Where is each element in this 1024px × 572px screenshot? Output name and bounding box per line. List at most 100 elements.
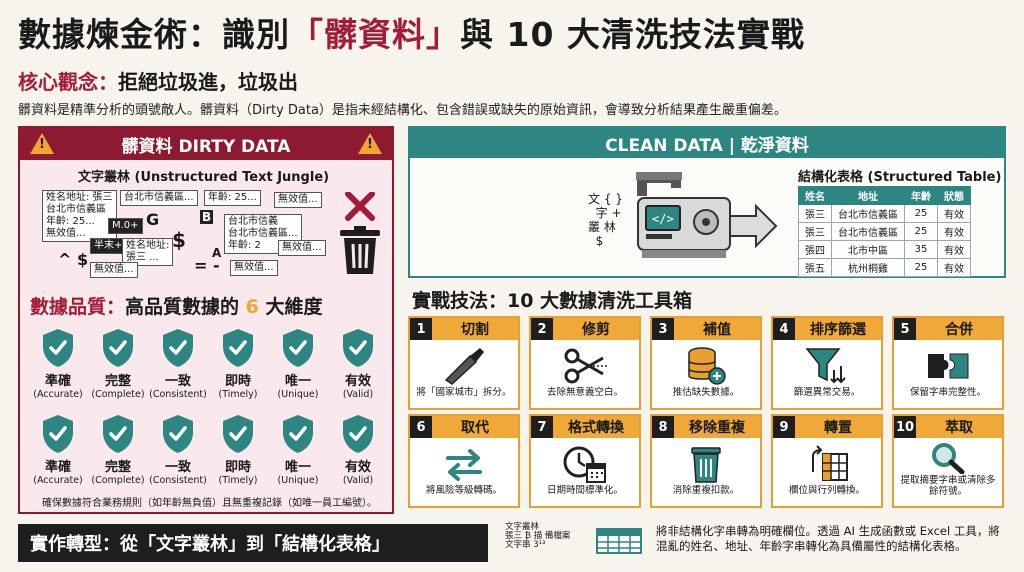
tool-number: 10 bbox=[894, 416, 916, 438]
tool-description: 日期時間標準化。 bbox=[546, 485, 623, 496]
table-cell: 有效 bbox=[937, 258, 971, 277]
dimension-accurate: 準確(Accurate) bbox=[28, 414, 88, 486]
tool-card-extract: 10 萃取 提取摘要字串或清除多餘符號。 bbox=[892, 414, 1004, 508]
tool-number: 3 bbox=[652, 318, 674, 340]
tool-number: 2 bbox=[531, 318, 553, 340]
dirty-data-heading: ! 髒資料 DIRTY DATA ! bbox=[20, 128, 392, 160]
transformation-description: 將非結構化字串轉為明確欄位。透過 AI 生成函數或 Excel 工具，將混亂的姓… bbox=[656, 524, 1000, 553]
table-cell: 有效 bbox=[937, 222, 971, 241]
tool-description: 去除無意義空白。 bbox=[546, 387, 623, 398]
dimension-unique: 唯一(Unique) bbox=[268, 328, 328, 400]
tool-description: 保留字串完整性。 bbox=[909, 387, 986, 398]
dimension-accurate: 準確(Accurate) bbox=[28, 328, 88, 400]
tool-name: 排序篩選 bbox=[810, 322, 866, 338]
table-cell: 北市中區 bbox=[831, 240, 905, 259]
tool-number: 1 bbox=[410, 318, 432, 340]
tool-number: 6 bbox=[410, 416, 432, 438]
tool-number: 9 bbox=[773, 416, 795, 438]
dimension-valid: 有效(Valid) bbox=[328, 328, 388, 400]
puzzle-icon bbox=[928, 353, 969, 379]
tool-name: 補值 bbox=[703, 322, 731, 338]
text-scrap: 姓名地址:張三 ... bbox=[122, 238, 174, 266]
tool-number: 8 bbox=[652, 416, 674, 438]
shield-check-icon bbox=[223, 329, 253, 367]
tool-name: 萃取 bbox=[945, 420, 973, 436]
column-header: 年齡 bbox=[904, 186, 938, 205]
table-cell: 35 bbox=[904, 240, 938, 259]
tool-name: 移除重複 bbox=[689, 420, 745, 436]
transformation-banner: 實作轉型：從「文字叢林」到「結構化表格」 bbox=[18, 524, 488, 562]
table-cell: 台北市信義區 bbox=[831, 204, 905, 223]
warning-icon: ! bbox=[30, 133, 54, 154]
table-cell: 張三 bbox=[798, 204, 832, 223]
dirty-data-panel: ! 髒資料 DIRTY DATA ! 文字叢林 (Unstructured Te… bbox=[18, 126, 394, 514]
tool-description: 提取摘要字串或清除多餘符號。 bbox=[900, 475, 996, 497]
quality-title: 數據品質：高品質數據的 6 大維度 bbox=[30, 296, 323, 318]
dimension-timely: 即時(Timely) bbox=[208, 328, 268, 400]
swap-arrows-icon bbox=[446, 449, 482, 481]
scissors-icon bbox=[564, 348, 607, 384]
tool-description: 欄位與行列轉換。 bbox=[788, 485, 865, 496]
shield-check-icon bbox=[343, 415, 373, 453]
clean-data-panel: CLEAN DATA | 乾淨資料 文 { } 字 + 叢 林 $ </> 結構… bbox=[408, 126, 1006, 278]
dimension-complete: 完整(Complete) bbox=[88, 328, 148, 400]
stray-glyph: $ bbox=[172, 228, 186, 252]
column-header: 狀態 bbox=[937, 186, 971, 205]
warning-icon: ! bbox=[358, 133, 382, 154]
text-jungle: 姓名地址: 張三台北市信義區年齡: 25...無效值... 台北市信義區... … bbox=[34, 188, 334, 278]
stray-glyph: G bbox=[146, 210, 160, 229]
dimension-timely: 即時(Timely) bbox=[208, 414, 268, 486]
table-cell: 張四 bbox=[798, 240, 832, 259]
page-title: 數據煉金術：識別「髒資料」與 10 大清洗技法實戰 bbox=[18, 15, 805, 54]
tool-name: 切割 bbox=[461, 322, 489, 338]
column-header: 地址 bbox=[831, 186, 905, 205]
dimension-consistent: 一致(Consistent) bbox=[148, 328, 208, 400]
table-cell: 張五 bbox=[798, 258, 832, 277]
shield-check-icon bbox=[283, 415, 313, 453]
table-cell: 台北市信義區 bbox=[831, 222, 905, 241]
stray-glyph: A bbox=[212, 246, 222, 260]
shield-check-icon bbox=[43, 329, 73, 367]
clean-data-heading: CLEAN DATA | 乾淨資料 bbox=[410, 128, 1004, 158]
quality-dimensions-row-1: 準確(Accurate) 完整(Complete) 一致(Consistent)… bbox=[28, 328, 388, 400]
column-header: 姓名 bbox=[798, 186, 832, 205]
shield-check-icon bbox=[103, 329, 133, 367]
text-scrap: 姓名地址: 張三台北市信義區年齡: 25...無效值... bbox=[42, 190, 117, 242]
tool-name: 格式轉換 bbox=[568, 420, 624, 436]
table-cell: 杭州桐雞 bbox=[831, 258, 905, 277]
shield-check-icon bbox=[163, 415, 193, 453]
stray-glyph: = - bbox=[194, 256, 220, 275]
dimension-valid: 有效(Valid) bbox=[328, 414, 388, 486]
mini-text-jungle: 文字叢林 張三 ₿ 描 備檔案 文字串 3¹³ bbox=[505, 522, 571, 550]
clock-calendar-icon bbox=[563, 446, 606, 483]
tool-number: 7 bbox=[531, 416, 553, 438]
shield-check-icon bbox=[103, 415, 133, 453]
tool-description: 將「國家城市」拆分。 bbox=[416, 387, 512, 398]
dimension-unique: 唯一(Unique) bbox=[268, 414, 328, 486]
toolbox-title: 實戰技法：10 大數據清洗工具箱 bbox=[412, 290, 693, 312]
tool-name: 合併 bbox=[945, 322, 973, 338]
text-scrap: 半末+ bbox=[90, 238, 127, 254]
tool-number: 4 bbox=[773, 318, 795, 340]
text-scrap: 無效值... bbox=[278, 240, 326, 256]
stray-glyph: B bbox=[200, 210, 214, 224]
tool-name: 取代 bbox=[461, 420, 489, 436]
structured-table-title: 結構化表格 (Structured Table) bbox=[798, 170, 1002, 185]
text-scrap: 台北市信義區... bbox=[120, 190, 198, 206]
table-cell: 張三 bbox=[798, 222, 832, 241]
knife-icon bbox=[444, 348, 484, 385]
table-cell: 25 bbox=[904, 204, 938, 223]
dimension-complete: 完整(Complete) bbox=[88, 414, 148, 486]
shield-check-icon bbox=[43, 415, 73, 453]
table-cell: 有效 bbox=[937, 240, 971, 259]
text-scrap: 無效值... bbox=[274, 192, 322, 208]
table-icon bbox=[596, 528, 642, 554]
